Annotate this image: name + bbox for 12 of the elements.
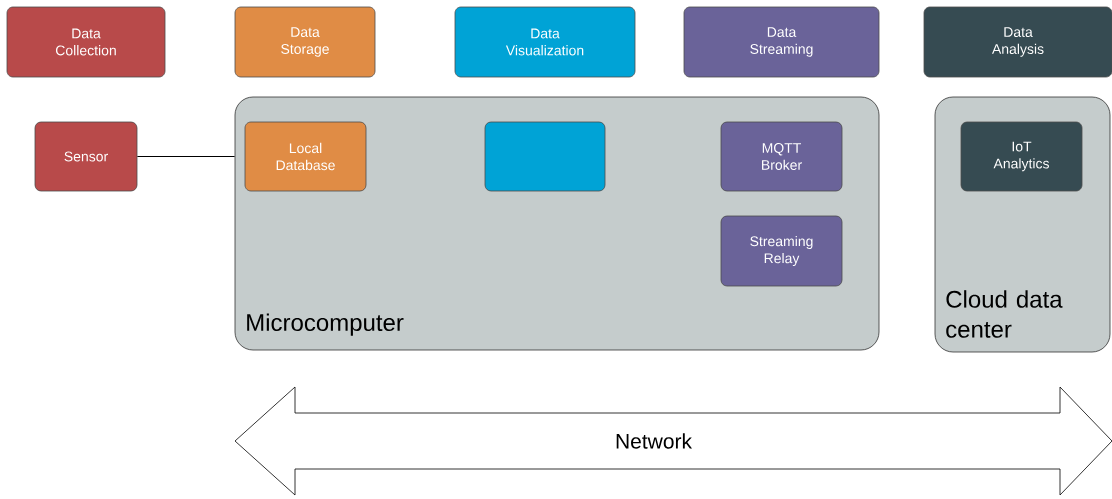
process-box: MQTT Broker — [720, 121, 843, 192]
process-box: Data Collection — [6, 6, 166, 78]
process-box: Data Streaming — [683, 6, 880, 78]
process-box — [484, 121, 606, 192]
process-box: IoT Analytics — [960, 121, 1083, 192]
process-box: Streaming Relay — [720, 215, 843, 287]
process-box: Data Analysis — [923, 6, 1112, 78]
process-box: Data Visualization — [454, 6, 636, 78]
connector-line — [136, 155, 236, 158]
process-box: Data Storage — [234, 6, 376, 78]
process-box: Local Database — [244, 121, 367, 192]
process-box: Sensor — [34, 121, 138, 192]
